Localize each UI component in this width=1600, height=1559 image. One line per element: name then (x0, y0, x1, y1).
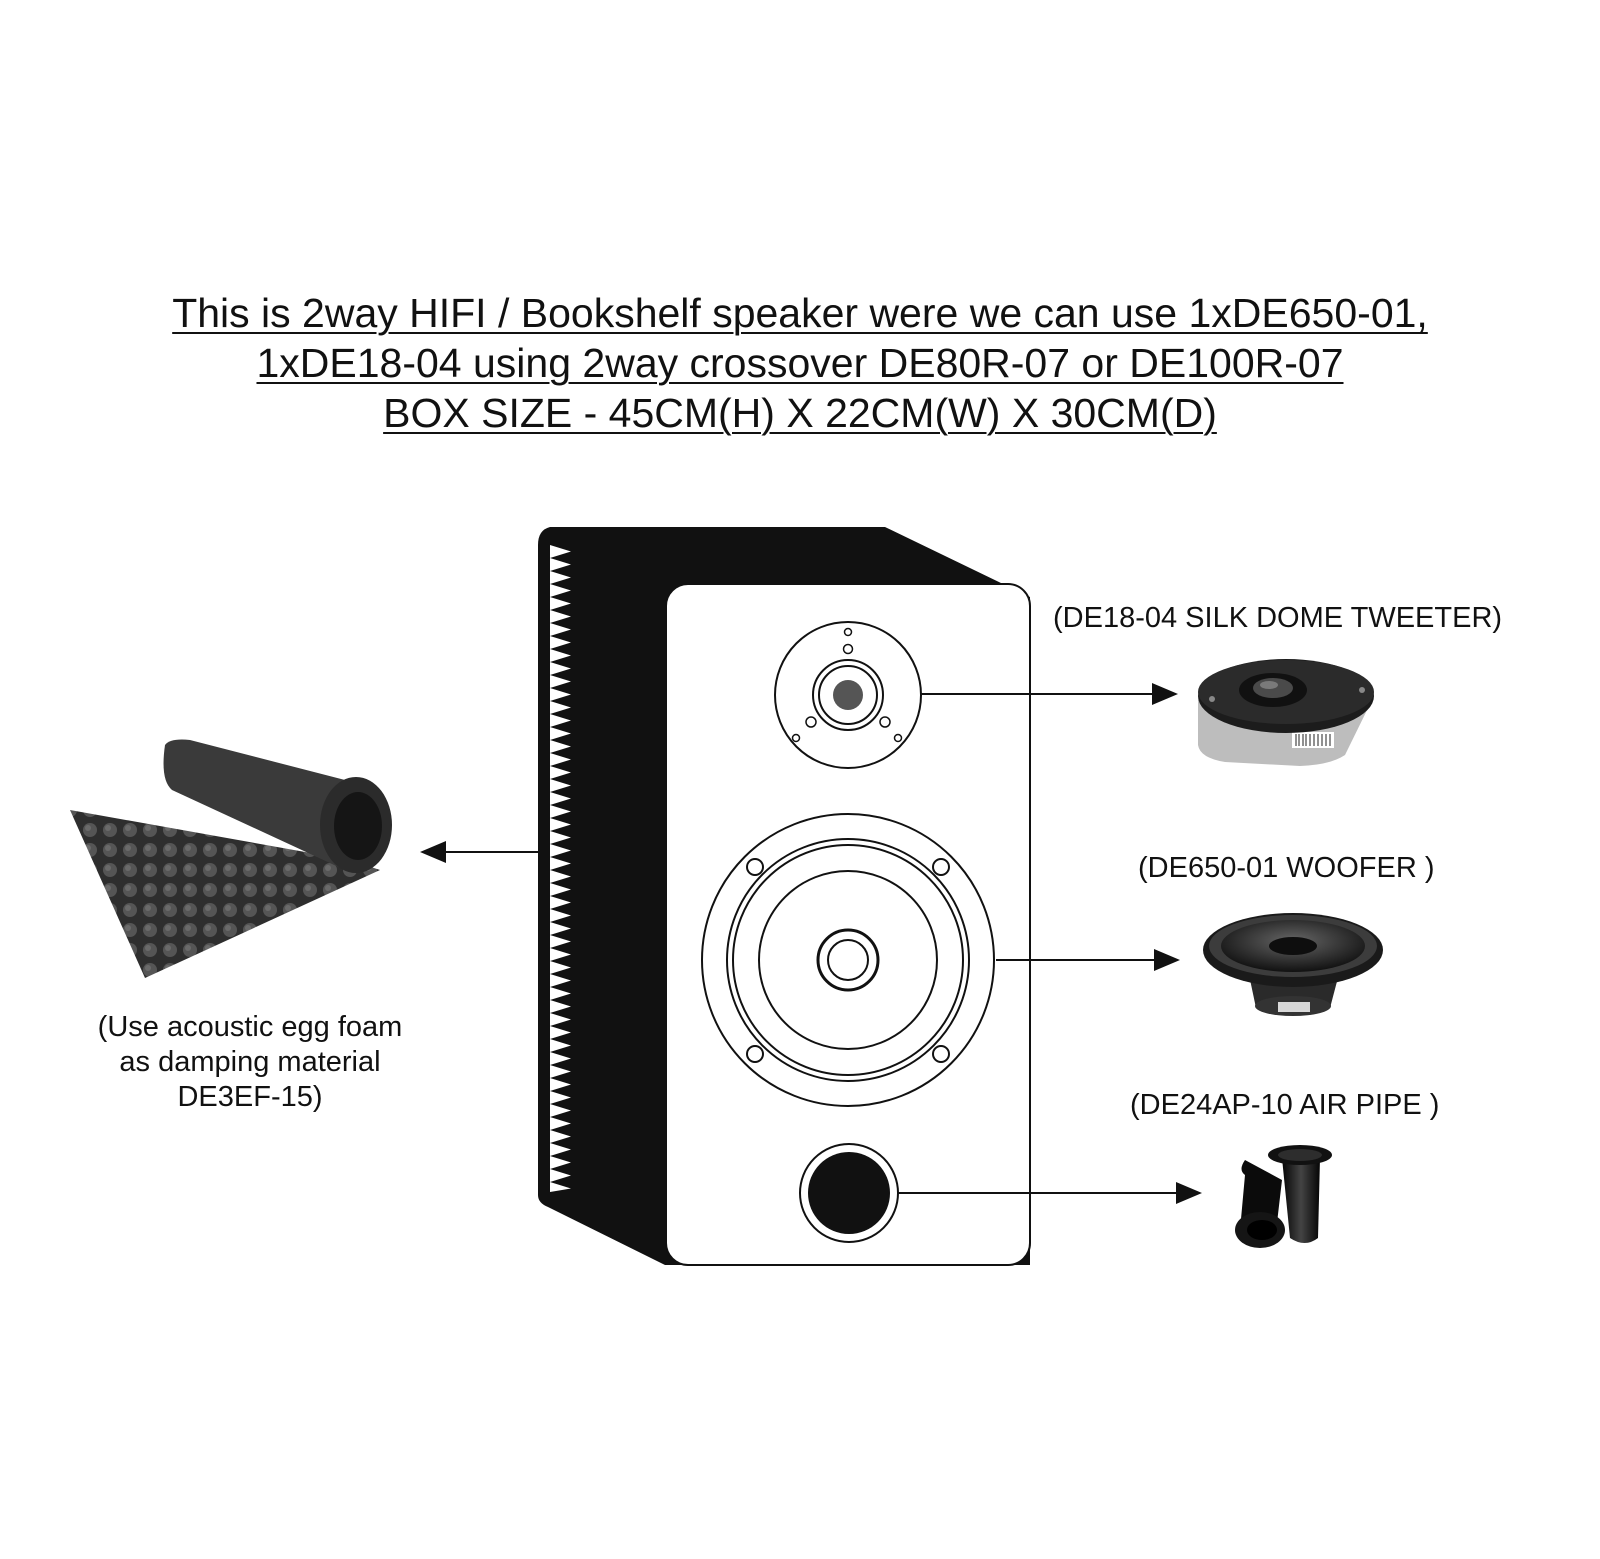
egg-foam-image (70, 739, 392, 978)
air-pipe-label: (DE24AP-10 AIR PIPE ) (1130, 1089, 1440, 1121)
foam-caption-line-3: DE3EF-15) (177, 1081, 323, 1113)
foam-caption-line-2: as damping material (119, 1046, 381, 1078)
heading-line-1: This is 2way HIFI / Bookshelf speaker we… (172, 290, 1428, 336)
arrows (420, 683, 1202, 1204)
foam-caption-line-1: (Use acoustic egg foam (97, 1011, 403, 1043)
foam-caption: (Use acoustic egg foam as damping materi… (40, 1010, 460, 1115)
baffle-woofer (701, 813, 995, 1107)
side-foam-edge (550, 545, 571, 1192)
heading-line-3: BOX SIZE - 45CM(H) X 22CM(W) X 30CM(D) (383, 390, 1217, 436)
heading-line-2: 1xDE18-04 using 2way crossover DE80R-07 … (256, 340, 1344, 386)
woofer-label: (DE650-01 WOOFER ) (1138, 852, 1435, 884)
cabinet-front-baffle (665, 583, 1031, 1266)
woofer-product-image (1203, 913, 1383, 1016)
tweeter-product-image (1198, 659, 1374, 766)
baffle-port (799, 1143, 899, 1243)
air-pipe-product-image (1235, 1145, 1332, 1248)
baffle-tweeter (774, 621, 922, 769)
tweeter-label: (DE18-04 SILK DOME TWEETER) (1053, 602, 1503, 634)
page-heading: This is 2way HIFI / Bookshelf speaker we… (0, 288, 1600, 438)
